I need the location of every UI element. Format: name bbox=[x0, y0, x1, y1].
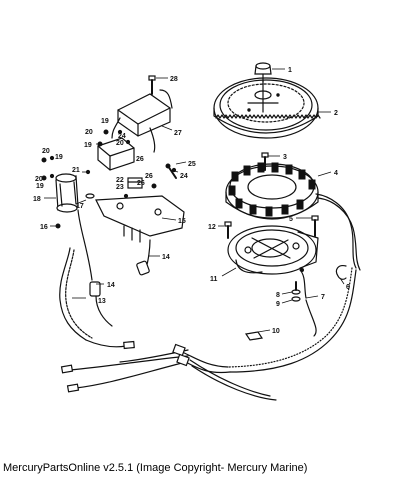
callout-21: 21 bbox=[72, 167, 80, 174]
retainer-clip-6 bbox=[335, 265, 347, 280]
screw-12 bbox=[224, 221, 232, 239]
flywheel bbox=[213, 77, 321, 139]
callout-22: 22 bbox=[116, 177, 124, 184]
callout-5: 5 bbox=[289, 216, 293, 223]
callout-11: 11 bbox=[210, 276, 218, 283]
callout-8: 8 bbox=[276, 292, 280, 299]
screw-28 bbox=[148, 75, 156, 95]
callout-2: 2 bbox=[334, 110, 338, 117]
callout-18: 18 bbox=[33, 196, 41, 203]
copyright-caption: MercuryPartsOnline v2.5.1 (Image Copyrig… bbox=[3, 462, 308, 474]
callout-23: 23 bbox=[116, 184, 124, 191]
mounting-bracket bbox=[95, 195, 185, 243]
callout-20d: 20 bbox=[116, 140, 124, 147]
screw-washer-8-9 bbox=[291, 281, 301, 302]
callout-26b: 26 bbox=[145, 173, 153, 180]
callout-26c: 26 bbox=[137, 180, 145, 187]
stator-screw-5 bbox=[311, 215, 319, 237]
callout-15: 15 bbox=[178, 218, 186, 225]
callout-9: 9 bbox=[276, 301, 280, 308]
callout-20b: 20 bbox=[35, 176, 43, 183]
callout-7: 7 bbox=[321, 294, 325, 301]
callout-27: 27 bbox=[174, 130, 182, 137]
callout-20: 20 bbox=[42, 148, 50, 155]
rectifier bbox=[97, 137, 135, 171]
callout-12: 12 bbox=[208, 224, 216, 231]
terminal-block-23 bbox=[127, 177, 143, 189]
callout-24b: 24 bbox=[180, 173, 188, 180]
callout-19d: 19 bbox=[84, 142, 92, 149]
callout-25: 25 bbox=[188, 161, 196, 168]
callout-16: 16 bbox=[40, 224, 48, 231]
small-hardware bbox=[41, 129, 177, 229]
stator bbox=[225, 162, 361, 271]
callout-10: 10 bbox=[272, 328, 280, 335]
callout-24: 24 bbox=[118, 133, 126, 140]
callout-19c: 19 bbox=[101, 118, 109, 125]
callout-3: 3 bbox=[283, 154, 287, 161]
flywheel-nut bbox=[254, 62, 272, 83]
harness-wires bbox=[60, 267, 357, 401]
ignition-coil bbox=[55, 173, 79, 213]
spark-plug-leads bbox=[59, 209, 151, 350]
callout-19b: 19 bbox=[36, 183, 44, 190]
callout-13: 13 bbox=[98, 298, 106, 305]
callout-17: 17 bbox=[76, 203, 84, 210]
callout-14b: 14 bbox=[162, 254, 170, 261]
callout-4: 4 bbox=[334, 170, 338, 177]
switch-box bbox=[111, 89, 173, 153]
cable-clamp-10 bbox=[244, 331, 264, 341]
callout-20c: 20 bbox=[85, 129, 93, 136]
callout-1: 1 bbox=[288, 67, 292, 74]
parts-diagram: 1 2 3 4 5 6 7 8 9 10 11 12 13 14 14 15 1 bbox=[33, 62, 361, 401]
callout-28: 28 bbox=[170, 76, 178, 83]
stator-screw-3 bbox=[261, 152, 269, 171]
callout-19: 19 bbox=[55, 154, 63, 161]
callout-26: 26 bbox=[136, 156, 144, 163]
callout-14: 14 bbox=[107, 282, 115, 289]
callouts: 1 2 3 4 5 6 7 8 9 10 11 12 13 14 14 15 1 bbox=[33, 67, 350, 335]
trigger-plate bbox=[227, 225, 319, 299]
callout-6: 6 bbox=[346, 284, 350, 291]
